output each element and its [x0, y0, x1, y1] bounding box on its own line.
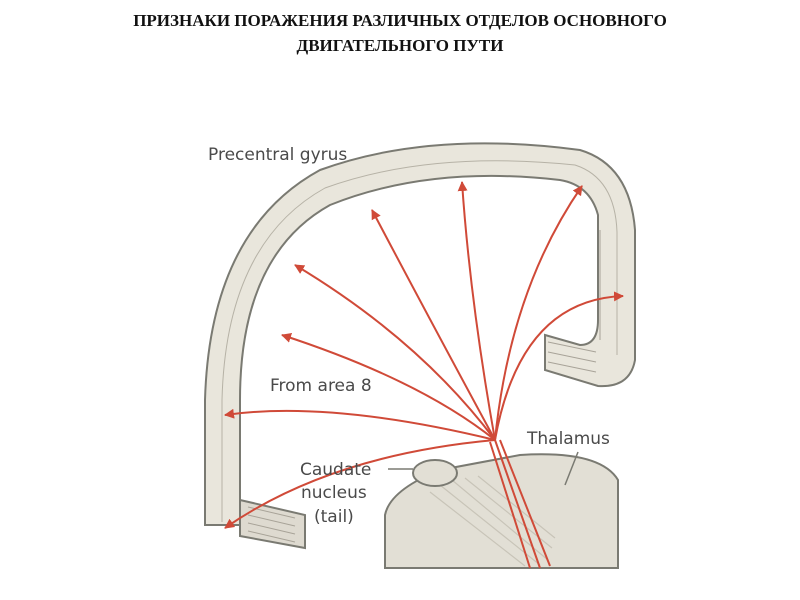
- thalamus-leader-line: [564, 451, 579, 486]
- fiber-arrow-1: [224, 439, 496, 529]
- fiber-descending-1: [494, 439, 541, 569]
- slide-title: ПРИЗНАКИ ПОРАЖЕНИЯ РАЗЛИЧНЫХ ОТДЕЛОВ ОСН…: [0, 8, 800, 58]
- fiber-arrow-8: [494, 291, 624, 441]
- fiber-arrow-3: [281, 333, 496, 441]
- label-caudate-line-2: nucleus: [301, 483, 367, 503]
- cortex-cut-end: [239, 498, 306, 550]
- precentral-gyrus-band: [204, 142, 636, 526]
- cortex-cut-hatch: [247, 506, 296, 543]
- slide-title-line-1: ПРИЗНАКИ ПОРАЖЕНИЯ РАЗЛИЧНЫХ ОТДЕЛОВ ОСН…: [133, 11, 667, 30]
- fiber-arrows: [224, 181, 624, 569]
- fiber-arrow-2: [224, 408, 496, 441]
- label-precentral-gyrus: Precentral gyrus: [208, 145, 347, 165]
- fiber-arrow-7: [494, 185, 583, 441]
- label-from-area-8: From area 8: [270, 376, 372, 396]
- fiber-arrow-4: [294, 264, 496, 441]
- caudate-nucleus: [412, 459, 458, 487]
- label-thalamus: Thalamus: [526, 429, 610, 449]
- fiber-arrow-6: [457, 181, 496, 441]
- internal-capsule-streaks: [429, 475, 556, 567]
- cortex-inner-contour: [221, 160, 618, 522]
- fiber-descending-3: [499, 439, 551, 567]
- cortex-fold-hatch: [547, 230, 601, 373]
- slide-title-line-2: ДВИГАТЕЛЬНОГО ПУТИ: [296, 36, 504, 55]
- label-caudate-line-3: (tail): [314, 507, 354, 527]
- fiber-arrow-5: [371, 209, 496, 441]
- fiber-descending-2: [489, 441, 531, 569]
- label-caudate-line-1: Caudate: [300, 460, 371, 480]
